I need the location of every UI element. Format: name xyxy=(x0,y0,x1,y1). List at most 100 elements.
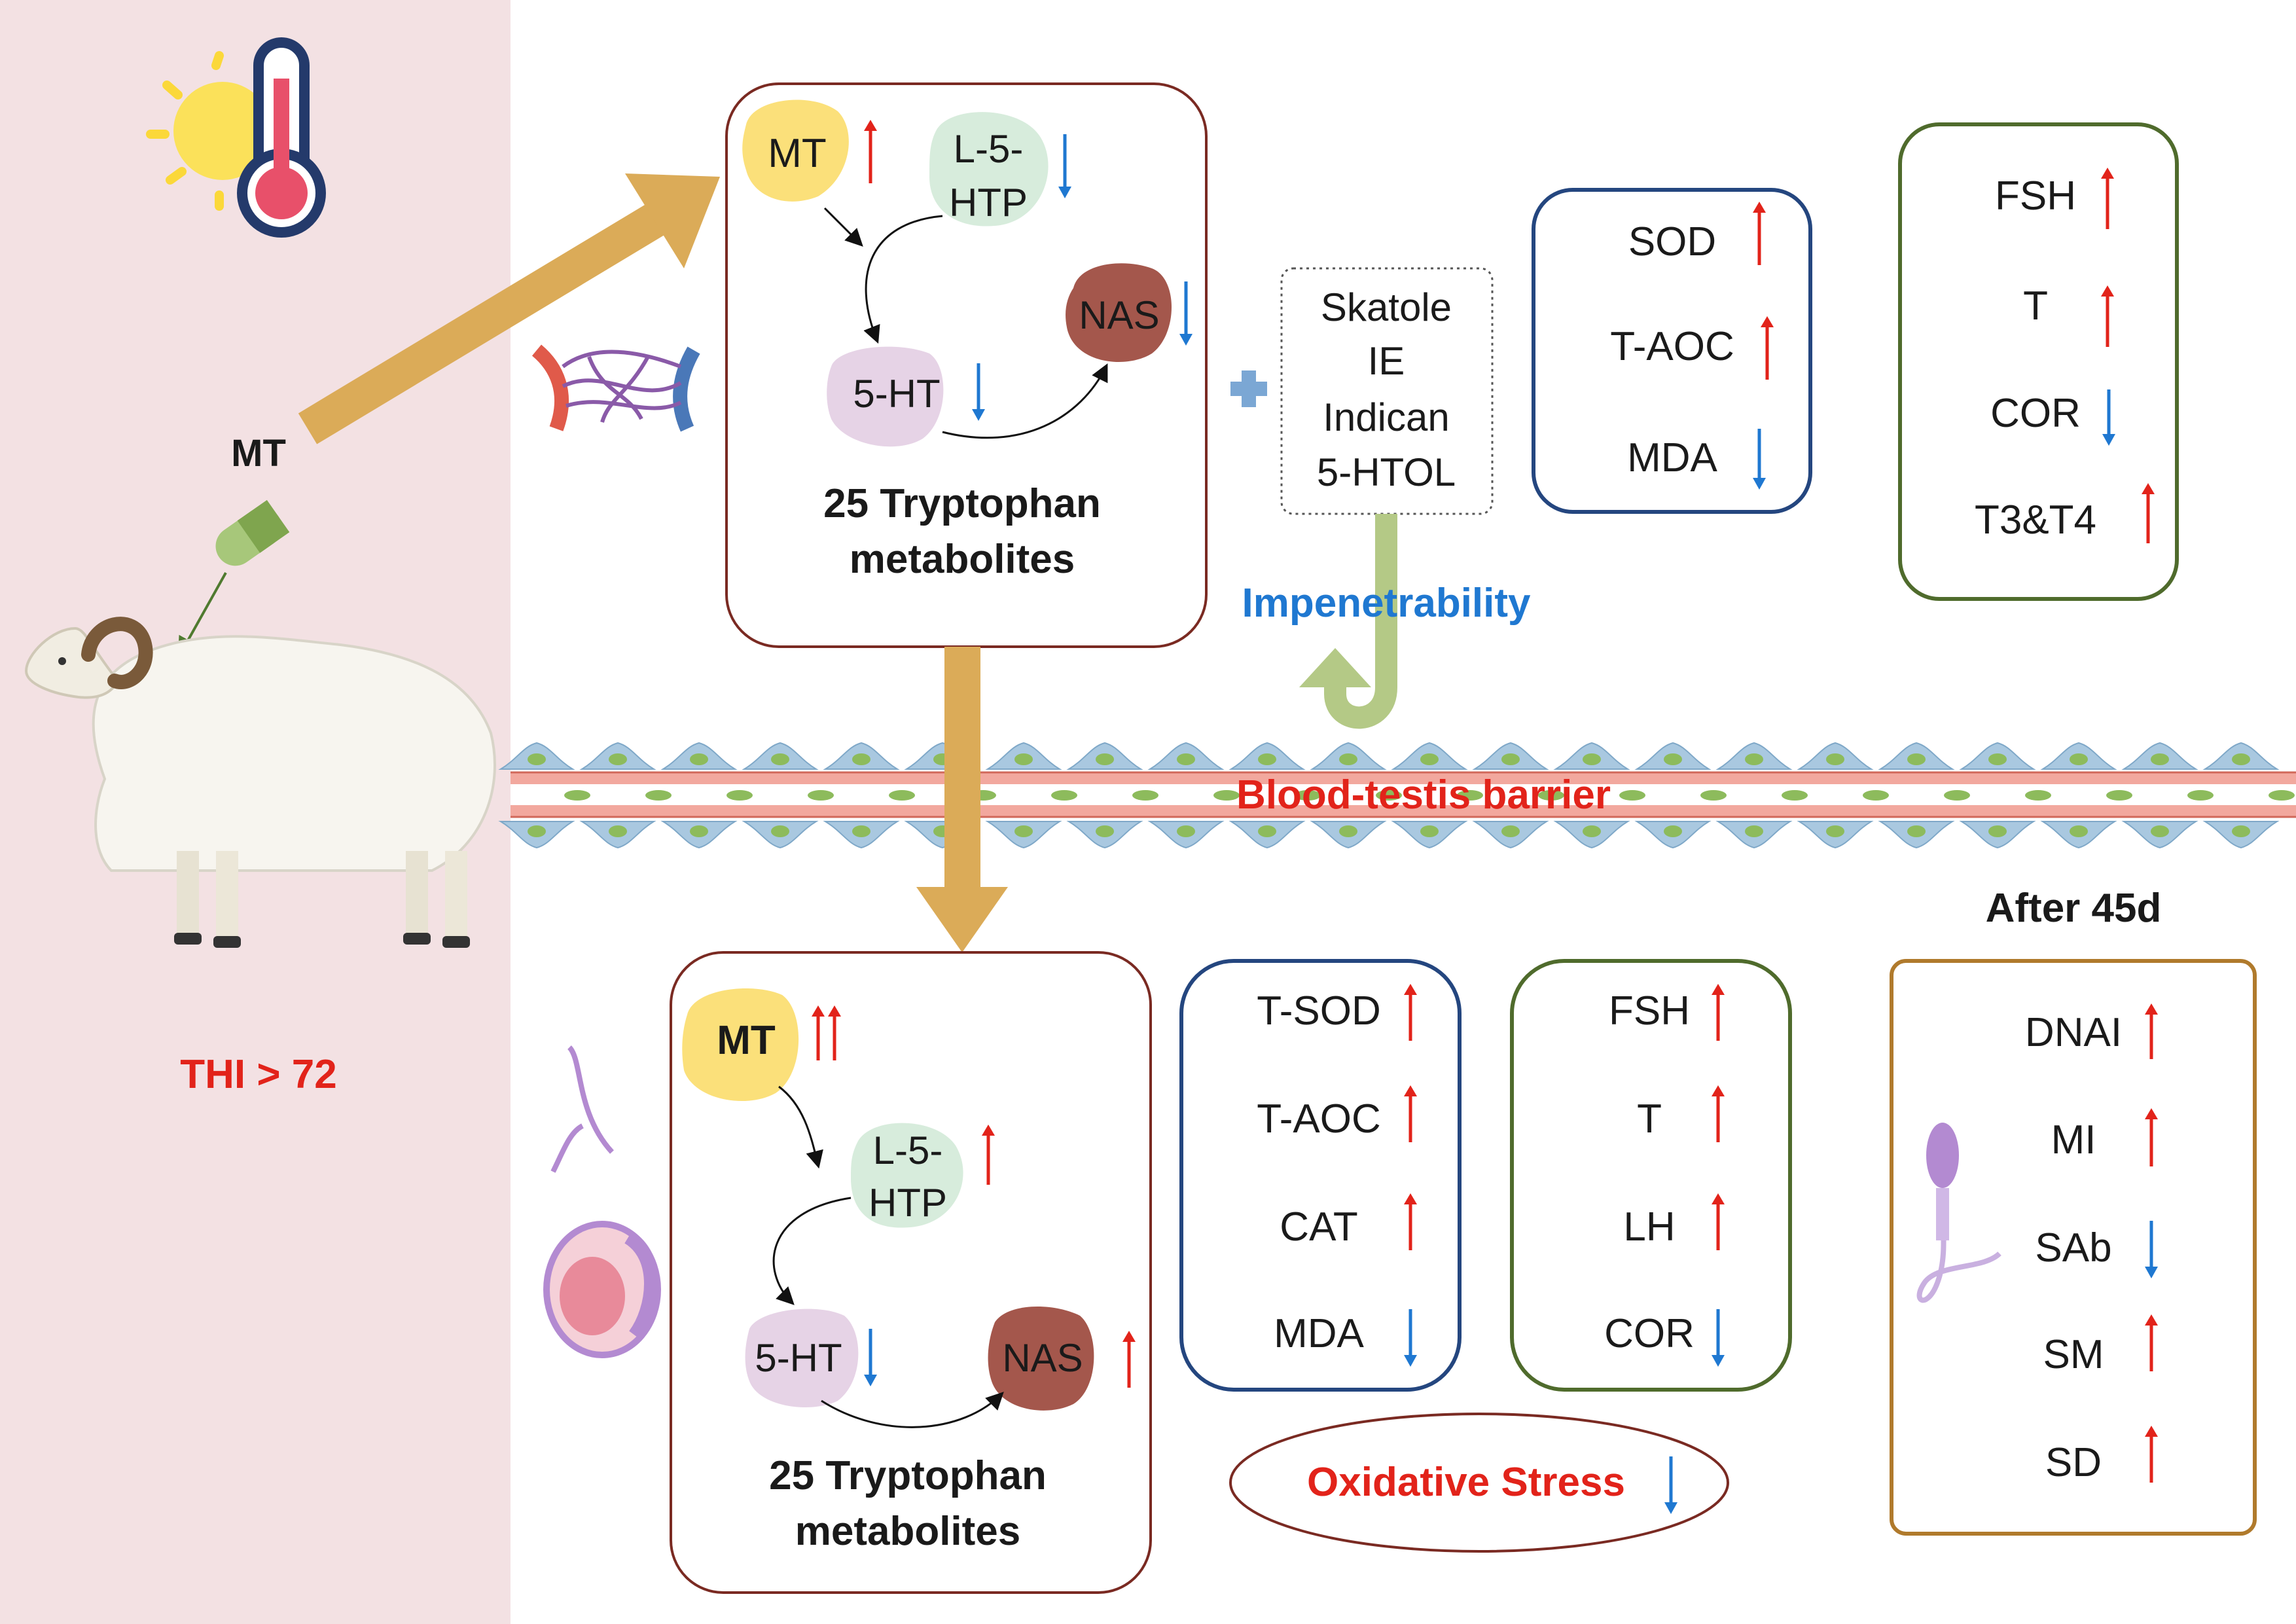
oxidative-stress-down-arrow xyxy=(1664,1456,1677,1514)
barrier-cell-nucleus xyxy=(1907,753,1926,765)
barrier-cell-nucleus xyxy=(1132,790,1158,801)
barrier-cell-nucleus xyxy=(1664,825,1682,837)
barrier-cell-nucleus xyxy=(1826,753,1844,765)
barrier-cell-nucleus xyxy=(1258,753,1276,765)
testis-t-up-arrow xyxy=(1712,1085,1725,1142)
barrier-cell-nucleus xyxy=(1420,753,1439,765)
mt-node xyxy=(742,99,849,202)
sperm-sm-label: SM xyxy=(2043,1332,2104,1377)
barrier-cell-nucleus xyxy=(771,753,789,765)
indole-ie: IE xyxy=(1368,339,1405,383)
sperm-mi-up-arrow xyxy=(2145,1108,2158,1166)
indoles-box xyxy=(1280,267,1494,515)
barrier-cell-nucleus xyxy=(1863,790,1889,801)
barrier-cell-nucleus xyxy=(1583,825,1601,837)
barrier-cell-nucleus xyxy=(1944,790,1970,801)
serum-t-label: T xyxy=(2023,283,2048,329)
barrier-cell-nucleus xyxy=(2070,753,2088,765)
bottom-mt-double-up-arrow xyxy=(812,1005,841,1060)
barrier-cell-nucleus xyxy=(2106,790,2132,801)
top-caption-line2: metabolites xyxy=(850,537,1075,582)
barrier-cell-nucleus xyxy=(609,825,627,837)
bottom-caption-line2: metabolites xyxy=(795,1509,1021,1554)
sperm-sm-up-arrow xyxy=(2145,1314,2158,1371)
serum-cor-label: COR xyxy=(1990,391,2081,436)
serum-taoc-label: T-AOC xyxy=(1610,324,1734,369)
barrier-cell-nucleus xyxy=(1177,825,1195,837)
serum-t-up-arrow xyxy=(2101,285,2114,347)
top-5ht-down-arrow xyxy=(972,363,985,421)
oxidative-stress-ellipse xyxy=(1229,1413,1729,1553)
serum-taoc-up-arrow xyxy=(1761,316,1774,380)
barrier-cell-nucleus xyxy=(852,753,870,765)
barrier-cell-nucleus xyxy=(1538,790,1564,801)
barrier-cell-nucleus xyxy=(2025,790,2051,801)
barrier-cell-nucleus xyxy=(1745,753,1763,765)
sperm-sab-down-arrow xyxy=(2145,1221,2158,1278)
sperm-icon xyxy=(1916,1123,2001,1303)
sperm-dnai-label: DNAI xyxy=(2025,1010,2122,1055)
testis-fsh-label: FSH xyxy=(1609,988,1690,1034)
5ht-node xyxy=(827,346,944,447)
barrier-cell-nucleus xyxy=(1051,790,1077,801)
indole-5htol: 5-HTOL xyxy=(1317,450,1456,494)
barrier-cell-nucleus xyxy=(1583,753,1601,765)
blood-vessel-icon xyxy=(531,344,700,432)
indole-skatole: Skatole xyxy=(1321,285,1452,329)
testis-lh-label: LH xyxy=(1623,1204,1675,1250)
bottom-5ht-node-label: 5-HT xyxy=(755,1336,842,1380)
testis-cor-down-arrow xyxy=(1712,1309,1725,1367)
barrier-cell-nucleus xyxy=(690,825,708,837)
bottom-mt-node xyxy=(682,988,799,1102)
serum-antioxidant-box xyxy=(1532,188,1812,514)
barrier-cell-nucleus xyxy=(1096,825,1114,837)
barrier-cell-nucleus xyxy=(1700,790,1727,801)
mt-to-blood-arrow xyxy=(298,173,720,444)
barrier-cell-nucleus xyxy=(1177,753,1195,765)
testis-cor-label: COR xyxy=(1604,1311,1695,1356)
testis-antioxidant-box xyxy=(1179,959,1462,1392)
barrier-cell-nucleus xyxy=(609,753,627,765)
barrier-cell-nucleus xyxy=(1339,753,1357,765)
barrier-cell-nucleus xyxy=(1014,753,1033,765)
barrier-cell-nucleus xyxy=(1745,825,1763,837)
barrier-cell-nucleus xyxy=(1096,753,1114,765)
barrier-cell-nucleus xyxy=(726,790,753,801)
barrier-cell-nucleus xyxy=(2151,825,2169,837)
barrier-cell-nucleus xyxy=(1295,790,1321,801)
sperm-dnai-up-arrow xyxy=(2145,1003,2158,1059)
indole-indican: Indican xyxy=(1323,395,1449,439)
l5htp-node-label-1: L-5- xyxy=(954,127,1024,171)
barrier-cell-nucleus xyxy=(528,753,546,765)
serum-t3t4-label: T3&T4 xyxy=(1975,497,2096,543)
barrier-cell-nucleus xyxy=(1014,825,1033,837)
testis-cat-label: CAT xyxy=(1280,1204,1357,1250)
serum-sod-label: SOD xyxy=(1628,219,1716,264)
serum-cor-down-arrow xyxy=(2102,389,2115,446)
nas-node-label: NAS xyxy=(1079,293,1159,337)
l5htp-node-label-2: HTP xyxy=(949,181,1028,225)
bottom-l5htp-up-arrow xyxy=(982,1125,995,1185)
impenetrability-label: Impenetrability xyxy=(1242,581,1532,626)
barrier-cell-nucleus xyxy=(771,825,789,837)
capsule-icon xyxy=(215,499,290,566)
bottom-caption-line1: 25 Tryptophan xyxy=(769,1453,1047,1498)
barrier-cell-nucleus xyxy=(808,790,834,801)
heat-stress-icon xyxy=(146,37,326,238)
plus-icon xyxy=(1230,370,1267,407)
sheep-icon xyxy=(24,617,496,948)
barrier-label: Blood-testis barrier xyxy=(1236,772,1611,818)
sperm-sd-up-arrow xyxy=(2145,1426,2158,1483)
5ht-node-label: 5-HT xyxy=(853,372,940,416)
testis-tsod-label: T-SOD xyxy=(1257,988,1380,1034)
testis-lh-up-arrow xyxy=(1712,1193,1725,1250)
bottom-l5htp-to-5ht-arrow xyxy=(772,1197,852,1305)
sperm-quality-box xyxy=(1890,959,2257,1536)
top-caption-line1: 25 Tryptophan xyxy=(823,481,1101,526)
thi-label: THI > 72 xyxy=(180,1052,337,1097)
bottom-l5htp-node xyxy=(851,1123,963,1228)
blood-testis-barrier-band xyxy=(498,742,2296,849)
barrier-cell-nucleus xyxy=(1907,825,1926,837)
testis-cat-up-arrow xyxy=(1404,1193,1417,1250)
serum-fsh-label: FSH xyxy=(1995,173,2076,219)
